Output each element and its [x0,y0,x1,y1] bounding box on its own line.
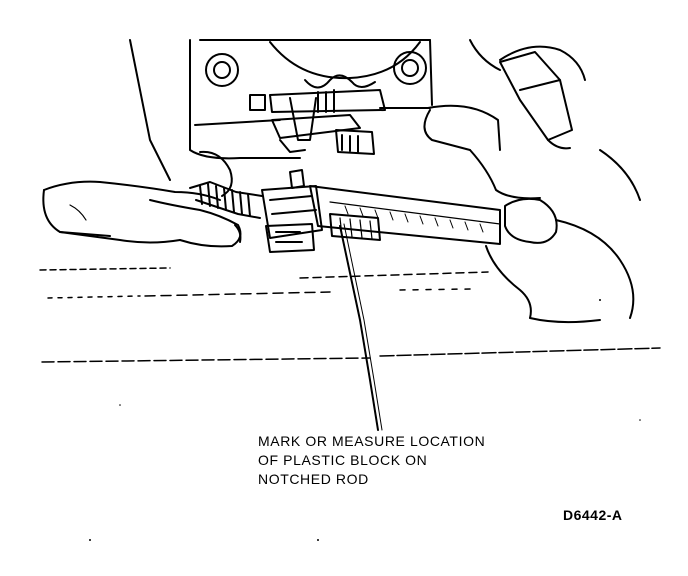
throttle-body-housing [189,39,433,160]
figure-id-label: D6442-A [563,507,623,523]
callout-line-2: OF PLASTIC BLOCK ON [258,452,428,468]
surface-lines [39,267,661,363]
left-hand [42,39,242,248]
right-hand [423,39,641,324]
callout-text: MARK OR MEASURE LOCATION OF PLASTIC BLOC… [258,432,485,489]
scan-specks [89,299,641,541]
callout-line-1: MARK OR MEASURE LOCATION [258,433,486,449]
callout-line-3: NOTCHED ROD [258,471,369,487]
callout-leader-line [339,223,383,431]
notched-rod-gauge [189,169,501,253]
